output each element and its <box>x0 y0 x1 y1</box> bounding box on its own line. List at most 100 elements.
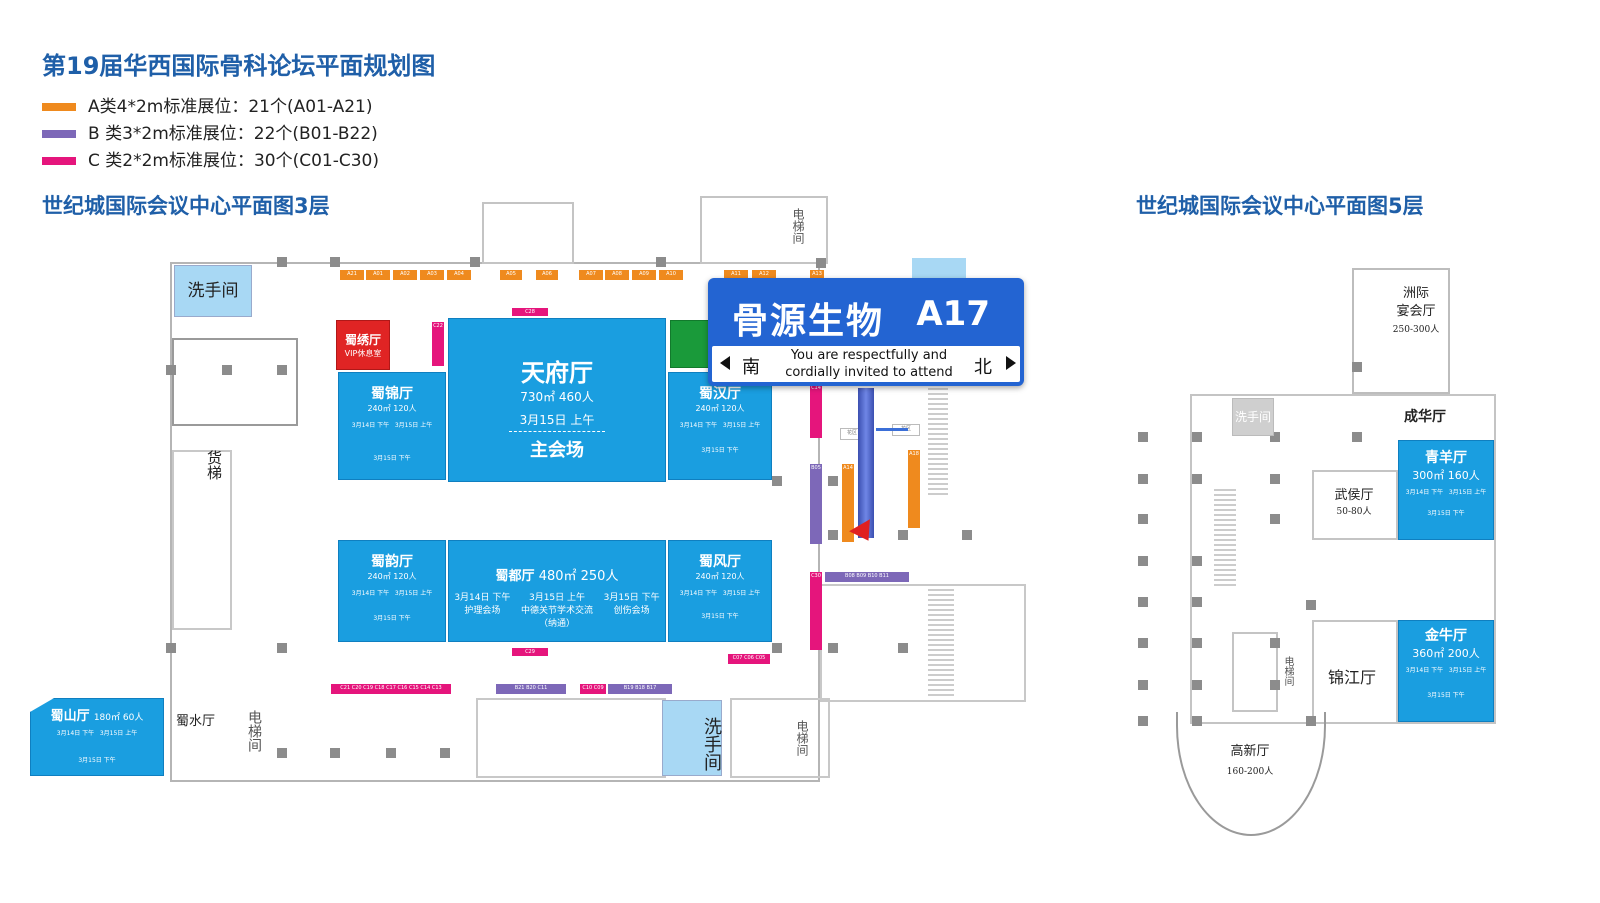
hall-shuxiu[interactable]: 蜀绣厅 VIP休息室 <box>336 320 390 370</box>
hall-tianfu[interactable]: 天府厅 730㎡ 460人 3月15日 上午 主会场 <box>448 318 666 482</box>
floor3-glass-panel <box>912 258 966 280</box>
washroom-floor3-bottom[interactable]: 洗手间 <box>662 700 722 776</box>
sign-south: 南 <box>742 357 760 378</box>
room-zhouji-name: 洲际 <box>1402 286 1429 301</box>
pillar <box>166 365 176 375</box>
booth-c-row[interactable]: C21 C20 C19 C18 C17 C16 C15 C14 C13 <box>331 684 451 694</box>
room-wuhou-name: 武侯厅 <box>1334 488 1374 503</box>
session-extra: （纳通） <box>538 619 575 629</box>
floor5-jinjiang-wall <box>1312 620 1398 724</box>
floor3-map: A21 A01 A02 A03 A04 A05 A06 A07 A08 A09 … <box>30 196 1026 782</box>
sign-invite-line2: cordially invited to attend <box>785 365 953 380</box>
pillar <box>828 643 838 653</box>
hall-shujin-s3: 3月15日 下午 <box>373 455 411 462</box>
hall-shuyun-s3: 3月15日 下午 <box>373 615 411 622</box>
legend-label-c: C 类2*2m标准展位：30个(C01-C30) <box>88 151 380 171</box>
sign-north: 北 <box>974 357 992 378</box>
hall-qingyang-s3: 3月15日 下午 <box>1427 510 1465 517</box>
hall-qingyang-area: 300㎡ 160人 <box>1412 469 1480 482</box>
escalator-1 <box>928 380 948 495</box>
pillar <box>1138 680 1148 690</box>
green-booth[interactable] <box>670 320 710 368</box>
booth-a[interactable]: A08 <box>605 270 629 280</box>
booth-c[interactable]: C07 C06 C05 <box>728 654 770 664</box>
pillar <box>1192 432 1202 442</box>
booth-sign[interactable]: 骨源生物 A17 南 You are respectfully and cord… <box>708 278 1024 386</box>
booth-a[interactable]: A03 <box>420 270 444 280</box>
booth-a[interactable]: A09 <box>632 270 656 280</box>
booth-b-row[interactable]: B08 B09 B10 B11 <box>825 572 909 582</box>
pillar <box>440 748 450 758</box>
pillar <box>772 476 782 486</box>
pillar <box>470 257 480 267</box>
pillar <box>1192 638 1202 648</box>
booth-c-column[interactable]: C22 <box>432 322 444 366</box>
hall-shufeng-s3: 3月15日 下午 <box>701 613 739 620</box>
hall-shuhan[interactable]: 蜀汉厅 240㎡ 120人 3月14日 下午 3月15日 上午 3月15日 下午 <box>668 372 772 480</box>
floor5-wuhou-wall <box>1312 470 1398 540</box>
hall-shuyun[interactable]: 蜀韵厅 240㎡ 120人 3月14日 下午 3月15日 上午 3月15日 下午 <box>338 540 446 642</box>
booth-c-column[interactable]: C14 <box>810 384 822 438</box>
washroom-floor3-top[interactable]: 洗手间 <box>174 265 252 317</box>
hall-shushan-s2: 3月15日 上午 <box>99 730 138 737</box>
floor3-title: 世纪城国际会议中心平面图3层 <box>42 194 330 218</box>
booth-a[interactable]: A01 <box>366 270 390 280</box>
pillar <box>656 257 666 267</box>
booth-a[interactable]: A02 <box>393 270 417 280</box>
hall-jinniu-area: 360㎡ 200人 <box>1412 647 1480 660</box>
booth-a[interactable]: A07 <box>579 270 603 280</box>
hall-shushan-area: 180㎡ 60人 <box>93 713 144 723</box>
floor5-title: 世纪城国际会议中心平面图5层 <box>1136 194 1424 218</box>
pillar <box>828 476 838 486</box>
hall-shushan-s3: 3月15日 下午 <box>78 757 116 764</box>
booth-a[interactable]: A12 <box>752 270 776 280</box>
booth-a-column[interactable]: A18 <box>908 450 920 528</box>
hall-shushan[interactable]: 蜀山厅 180㎡ 60人 3月14日 下午 3月15日 上午 3月15日 下午 <box>30 698 164 776</box>
session-time: 3月15日 上午 <box>528 593 586 603</box>
booth-a-column[interactable]: A14 <box>842 464 854 542</box>
booth-b-row[interactable]: B19 B18 B17 <box>608 684 672 694</box>
hall-shuhan-area: 240㎡ 120人 <box>695 404 745 413</box>
floor3-top-room1 <box>482 202 574 264</box>
arrow-right-icon <box>1006 356 1016 370</box>
booth-a[interactable]: A04 <box>447 270 471 280</box>
hall-tianfu-divider <box>509 431 605 432</box>
booth-b-row[interactable]: B21 B20 C11 <box>496 684 566 694</box>
arrow-left-icon <box>720 356 730 370</box>
hall-qingyang-name: 青羊厅 <box>1425 450 1467 466</box>
elevator-label-3: 电梯间 <box>795 720 809 756</box>
hall-shujin[interactable]: 蜀锦厅 240㎡ 120人 3月14日 下午 3月15日 上午 3月15日 下午 <box>338 372 446 480</box>
booth-c[interactable]: C29 <box>512 648 548 656</box>
hall-jinniu[interactable]: 金牛厅 360㎡ 200人 3月14日 下午 3月15日 上午 3月15日 下午 <box>1398 620 1494 722</box>
pillar <box>1138 474 1148 484</box>
booth-a[interactable]: A11 <box>724 270 748 280</box>
floor3-left-rooms <box>172 450 232 630</box>
booth-a[interactable]: A06 <box>536 270 558 280</box>
booth-c[interactable]: C28 <box>512 308 548 316</box>
hall-shufeng-area: 240㎡ 120人 <box>695 572 745 581</box>
sign-invite: You are respectfully and cordially invit… <box>774 347 964 381</box>
legend-label-b: B 类3*2m标准展位：22个(B01-B22) <box>88 124 378 144</box>
hall-shudu[interactable]: 蜀都厅 480㎡ 250人 3月14日 下午护理会场 3月15日 上午中德关节学… <box>448 540 666 642</box>
room-shushui[interactable]: 蜀水厅 <box>176 714 216 729</box>
booth-a[interactable]: A05 <box>500 270 522 280</box>
sign-direction-bar: 南 You are respectfully and cordially inv… <box>712 346 1020 382</box>
hall-jinniu-s2: 3月15日 上午 <box>1448 667 1487 674</box>
sign-invite-line1: You are respectfully and <box>790 348 948 363</box>
hall-jinniu-s1: 3月14日 下午 <box>1405 667 1444 674</box>
hall-jinniu-schedule: 3月14日 下午 3月15日 上午 <box>1399 665 1493 676</box>
hall-shuyun-s2: 3月15日 上午 <box>394 590 433 597</box>
sign-booth-code: A17 <box>916 294 990 334</box>
booth-a[interactable]: A13 <box>810 270 824 280</box>
booth-c[interactable]: C10 C09 <box>580 684 606 694</box>
hall-qingyang[interactable]: 青羊厅 300㎡ 160人 3月14日 下午 3月15日 上午 3月15日 下午 <box>1398 440 1494 540</box>
hall-shufeng[interactable]: 蜀风厅 240㎡ 120人 3月14日 下午 3月15日 上午 3月15日 下午 <box>668 540 772 642</box>
pillar <box>222 365 232 375</box>
booth-a[interactable]: A10 <box>659 270 683 280</box>
booth-c-column[interactable]: C30 <box>810 572 822 650</box>
page-title: 第19届华西国际骨科论坛平面规划图 <box>42 52 436 80</box>
booth-b-column[interactable]: B05 <box>810 464 822 544</box>
legend-item-c: C 类2*2m标准展位：30个(C01-C30) <box>42 149 379 173</box>
booth-a[interactable]: A21 <box>340 270 364 280</box>
hall-shuxiu-note: VIP休息室 <box>344 349 382 358</box>
